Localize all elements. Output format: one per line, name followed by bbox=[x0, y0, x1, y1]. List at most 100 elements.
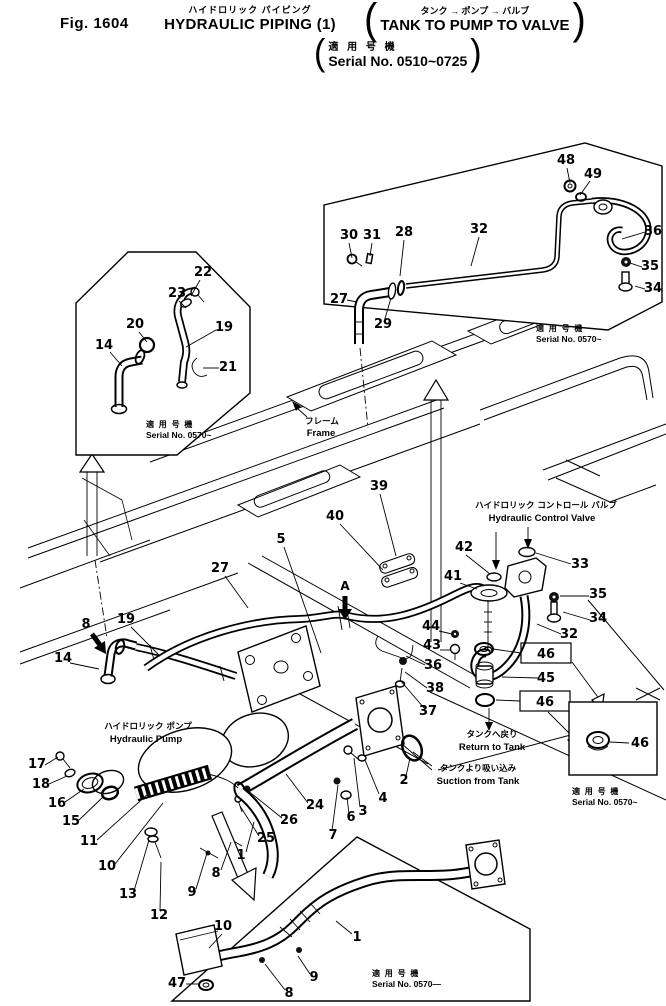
callout-35-main: 35 bbox=[589, 587, 607, 602]
flange-bolts bbox=[333, 745, 367, 800]
hose-1-drawing bbox=[198, 866, 472, 967]
callout-40: 40 bbox=[326, 509, 344, 524]
callout-45: 45 bbox=[537, 671, 555, 686]
hydraulic-pump-label-jp: ハイドロリック ポンプ bbox=[104, 721, 192, 732]
callout-28: 28 bbox=[395, 225, 413, 240]
callout-34-main: 34 bbox=[589, 611, 607, 626]
return-to-tank-label-en: Return to Tank bbox=[459, 742, 526, 753]
control-valve-label-en: Hydraulic Control Valve bbox=[489, 513, 596, 524]
route-japanese: タンク → ポンプ → バルブ bbox=[420, 6, 530, 16]
callout-22: 22 bbox=[194, 265, 212, 280]
callout-32-main: 32 bbox=[560, 627, 578, 642]
inset-serial-jp: 適 用 号 機 bbox=[372, 968, 419, 978]
callout-33: 33 bbox=[571, 557, 589, 572]
callout-3: 3 bbox=[358, 804, 367, 819]
callout-46-boxed-2: 46 bbox=[536, 695, 554, 710]
callout-27-main: 27 bbox=[211, 561, 229, 576]
inset-serial-en: Serial No. 0570~ bbox=[146, 430, 211, 440]
callout-14-main: 14 bbox=[54, 651, 72, 666]
callout-37: 37 bbox=[419, 704, 437, 719]
callout-32-inset: 32 bbox=[470, 222, 488, 237]
callout-29: 29 bbox=[374, 317, 392, 332]
bolt-30-clamp-31 bbox=[346, 252, 374, 267]
control-valve-label-jp: ハイドロリック コントロール バルブ bbox=[475, 500, 617, 511]
callout-21: 21 bbox=[219, 360, 237, 375]
suction-hose-main bbox=[199, 787, 279, 902]
tube-19 bbox=[173, 286, 197, 389]
section-a-label: A bbox=[340, 579, 350, 593]
callout-30: 30 bbox=[340, 228, 358, 243]
callout-43: 43 bbox=[423, 638, 441, 653]
callout-1-main: 1 bbox=[236, 848, 245, 863]
callout-12: 12 bbox=[150, 908, 168, 923]
o-ring-20 bbox=[138, 336, 156, 354]
callout-36-inset: 36 bbox=[644, 224, 662, 239]
callout-39: 39 bbox=[370, 479, 388, 494]
figure-title-japanese: ハイドロリック パイピング bbox=[188, 5, 312, 15]
clip-21 bbox=[191, 357, 208, 377]
callout-15: 15 bbox=[62, 814, 80, 829]
serial-range: ( 適 用 号 機 Serial No. 0510~0725 ) bbox=[314, 32, 482, 75]
callout-36-main: 36 bbox=[424, 658, 442, 673]
callout-44: 44 bbox=[422, 619, 440, 634]
callout-19-inset: 19 bbox=[215, 320, 233, 335]
clamp-strap-plates bbox=[379, 553, 419, 588]
ribbed-hose bbox=[133, 764, 239, 802]
figure-number: Fig. 1604 bbox=[60, 15, 129, 32]
hydraulic-pump-body bbox=[91, 712, 290, 795]
grommet-drawing bbox=[586, 731, 610, 751]
callout-35-inset: 35 bbox=[641, 259, 659, 274]
callout-42: 42 bbox=[455, 540, 473, 555]
flange-end bbox=[465, 839, 506, 890]
pipe-32 bbox=[405, 198, 593, 289]
open-paren: ( bbox=[314, 32, 326, 75]
suction-from-tank-label-en: Suction from Tank bbox=[437, 776, 520, 787]
inset-top-left: 適 用 号 機 Serial No. 0570~ bbox=[75, 251, 251, 456]
open-paren: ( bbox=[364, 0, 378, 44]
close-paren: ) bbox=[470, 32, 482, 75]
callout-9-inset: 9 bbox=[309, 970, 318, 985]
figure-title-english: HYDRAULIC PIPING (1) bbox=[164, 16, 336, 33]
inset-serial-jp: 適 用 号 機 bbox=[572, 786, 619, 796]
route-subtitle: ( タンク → ポンプ → バルブ TANK TO PUMP TO VALVE … bbox=[364, 0, 586, 44]
callout-27-inset: 27 bbox=[330, 292, 348, 307]
pump-inlet-hardware bbox=[55, 751, 120, 801]
elbow-block-10 bbox=[175, 924, 223, 991]
inset-serial-en: Serial No. 0570~ bbox=[572, 797, 637, 807]
callout-14-inset: 14 bbox=[95, 338, 113, 353]
callout-34-inset: 34 bbox=[644, 281, 662, 296]
callout-16: 16 bbox=[48, 796, 66, 811]
callout-31: 31 bbox=[363, 228, 381, 243]
callout-10-main: 10 bbox=[98, 859, 116, 874]
suction-from-tank-label-jp: タンクより吸い込み bbox=[440, 763, 517, 774]
callout-2: 2 bbox=[399, 773, 408, 788]
return-to-tank-label-jp: タンクへ戻り bbox=[466, 729, 517, 740]
frame-slot-plate bbox=[285, 340, 458, 412]
callout-38: 38 bbox=[426, 681, 444, 696]
callout-48: 48 bbox=[557, 153, 575, 168]
pump-mount-bolt bbox=[144, 827, 162, 859]
inset-top-right: 適 用 号 機 Serial No. 0570~ bbox=[323, 142, 663, 429]
inset-grommet-detail: 適 用 号 機 Serial No. 0570~ bbox=[568, 701, 658, 807]
inset-serial-en: Serial No. 0570~ bbox=[536, 334, 601, 344]
figure-title: ハイドロリック パイピング HYDRAULIC PIPING (1) bbox=[150, 3, 350, 33]
callout-23: 23 bbox=[168, 286, 186, 301]
serial-range-english: Serial No. 0510~0725 bbox=[328, 53, 468, 69]
clamp-pointer-arrow bbox=[89, 632, 106, 654]
callout-1-inset: 1 bbox=[352, 930, 361, 945]
inset-serial-jp: 適 用 号 機 bbox=[536, 323, 583, 333]
frame-slot-plate bbox=[236, 464, 362, 518]
elbow-fitting-14 bbox=[110, 349, 146, 415]
callout-47: 47 bbox=[168, 976, 186, 991]
callout-8-inset: 8 bbox=[284, 986, 293, 1001]
callout-6: 6 bbox=[346, 810, 355, 825]
o-ring bbox=[400, 734, 424, 762]
inset-pointer-arrow-left bbox=[78, 452, 133, 639]
pump-elbow-fitting bbox=[100, 638, 138, 685]
callout-labels: 22 23 20 14 19 21 30 31 28 32 48 49 36 3… bbox=[28, 153, 662, 1001]
serial-range-japanese: 適 用 号 機 bbox=[328, 42, 398, 53]
callout-25: 25 bbox=[257, 831, 275, 846]
inset-serial-jp: 適 用 号 機 bbox=[146, 419, 193, 429]
pump-flange-plate bbox=[237, 625, 321, 713]
label-leader-lines bbox=[292, 401, 532, 771]
